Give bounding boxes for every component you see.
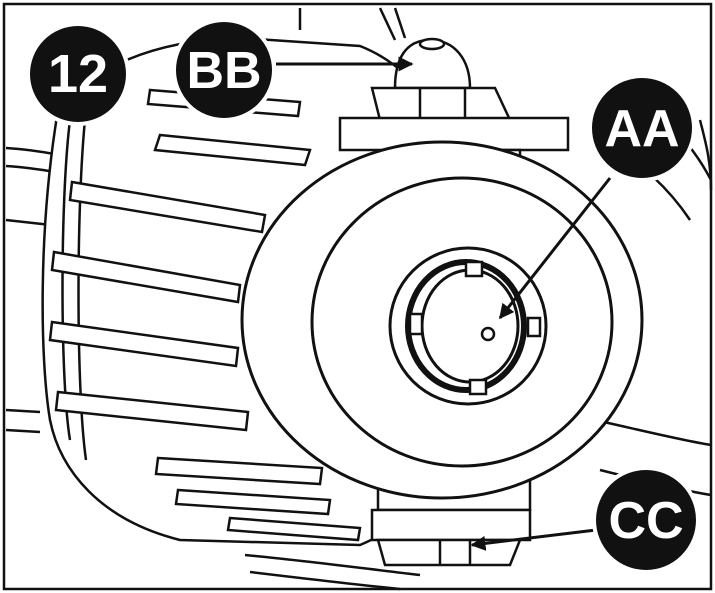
callout-12: 12 bbox=[26, 22, 130, 126]
ring-lugs bbox=[408, 260, 542, 396]
callout-bb-label: BB bbox=[186, 42, 261, 100]
callout-bb: BB bbox=[172, 18, 276, 122]
callout-12-label: 12 bbox=[48, 44, 108, 104]
callout-cc-label: CC bbox=[608, 492, 683, 550]
pump-face bbox=[240, 140, 644, 500]
callout-aa-label: AA bbox=[604, 100, 679, 158]
callout-aa: AA bbox=[588, 74, 696, 182]
callout-cc: CC bbox=[592, 466, 700, 574]
arrow-aa bbox=[498, 177, 612, 320]
housing-fins bbox=[48, 88, 362, 542]
arrow-cc bbox=[470, 528, 597, 551]
leader-arrows bbox=[276, 56, 612, 551]
